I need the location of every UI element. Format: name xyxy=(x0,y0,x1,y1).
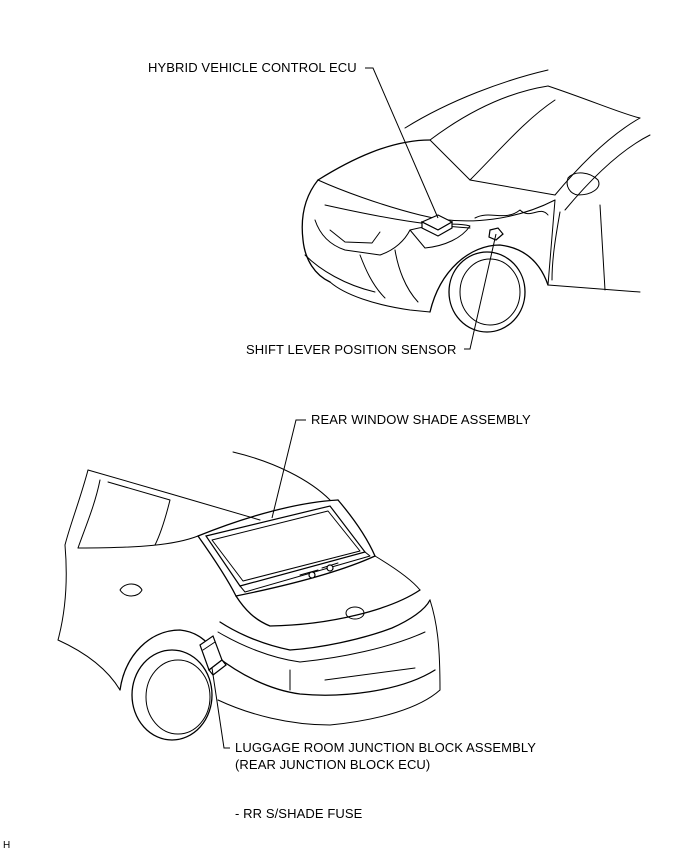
fuse-label: - RR S/SHADE FUSE xyxy=(235,806,363,821)
rear-leader-lines xyxy=(211,419,306,749)
front-leader-lines xyxy=(365,67,497,350)
junction-block-label-line1: LUGGAGE ROOM JUNCTION BLOCK ASSEMBLY xyxy=(235,740,536,755)
shift-sensor-label: SHIFT LEVER POSITION SENSOR xyxy=(246,342,457,357)
hybrid-ecu-label: HYBRID VEHICLE CONTROL ECU xyxy=(148,60,357,75)
corner-mark: H xyxy=(3,840,11,851)
front-vehicle-illustration xyxy=(301,69,651,333)
rear-window-shade-part xyxy=(205,505,371,593)
junction-block-part xyxy=(199,635,227,676)
rear-vehicle-illustration xyxy=(57,451,441,741)
junction-block-label-line2: (REAR JUNCTION BLOCK ECU) xyxy=(235,757,431,772)
rear-shade-label: REAR WINDOW SHADE ASSEMBLY xyxy=(311,412,531,427)
